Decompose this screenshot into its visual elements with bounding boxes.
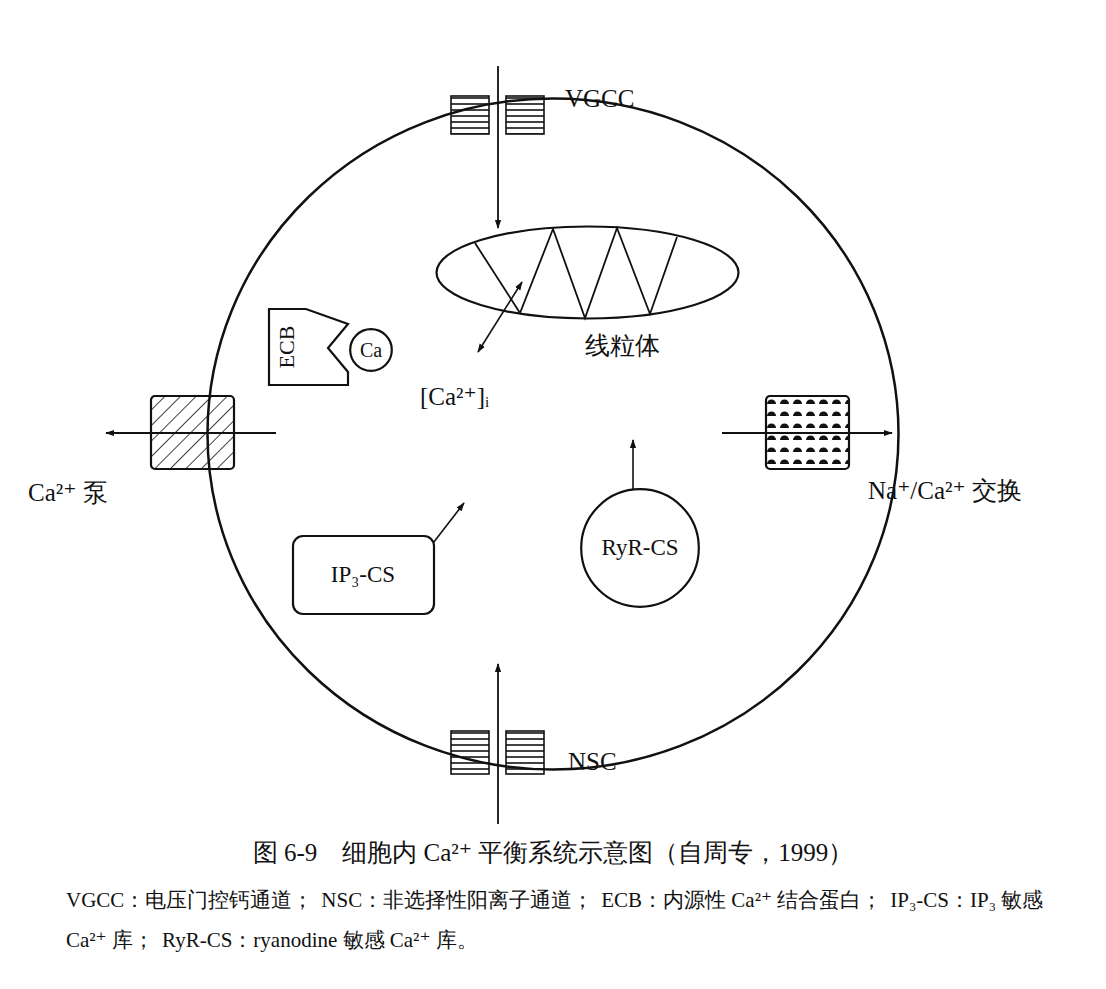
figure-caption: 图 6-9 细胞内 Ca²⁺ 平衡系统示意图（自周专，1999） [0,836,1106,869]
ryr-store: RyR-CS [580,488,700,608]
mitochondrion-outline [435,225,740,320]
store-label: IP₃-CS [331,562,395,588]
abbreviation-note: NSC：非选择性阳离子通道； [321,888,593,912]
pump-label: Ca²⁺ 泵 [28,479,108,508]
mitochondrion: 线粒体 [435,225,740,320]
exchange-arrow [478,282,522,352]
influx-arrow [497,664,499,824]
binding-protein: ECBCa [268,308,350,386]
store-label: RyR-CS [601,535,678,561]
abbreviation-note: VGCC：电压门控钙通道； [66,888,313,912]
calcium-ion: Ca [349,328,393,372]
channel-label: NSC [568,748,617,777]
calcium-pump: Ca²⁺ 泵 [150,395,235,470]
exchanger-label: Na⁺/Ca²⁺ 交换 [868,477,1022,506]
vgcc-channel-outline [450,95,545,135]
channel-label: VGCC [565,85,634,114]
calcium-pump-outline [150,395,235,470]
abbreviation-note: ECB：内源性 Ca²⁺ 结合蛋白； [601,888,882,912]
organelle-label: 线粒体 [585,332,660,361]
nsc-channel: NSC [450,730,545,775]
vgcc-channel: VGCC [450,95,545,135]
ion-label: Ca [360,339,382,362]
abbreviation-note: RyR-CS：ryanodine 敏感 Ca²⁺ 库。 [162,928,478,952]
ip3-store: IP₃-CS [292,535,435,615]
na-ca-exchanger-outline [765,395,850,470]
influx-arrow [497,66,499,228]
protein-label: ECB [274,326,299,369]
ion-concentration: [Ca²⁺]ᵢ [420,383,489,412]
abbreviation-notes: VGCC：电压门控钙通道； NSC：非选择性阳离子通道； ECB：内源性 Ca²⁺ … [66,880,1056,960]
na-ca-exchanger: Na⁺/Ca²⁺ 交换 [765,395,850,470]
nsc-channel-outline [450,730,545,775]
